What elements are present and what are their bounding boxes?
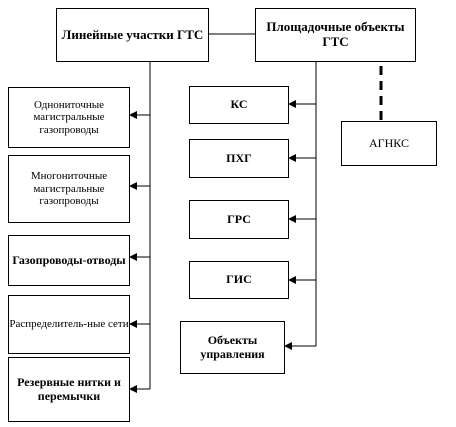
box-agnks: АГНКС [341,121,437,166]
box-grs: ГРС [189,200,289,239]
box-branch-pipelines: Газопроводы-отводы [8,235,130,286]
box-ks: КС [189,86,289,124]
box-distribution-networks: Распределитель-ные сети [8,295,130,354]
box-phg: ПХГ [189,139,289,178]
box-gis: ГИС [189,261,289,299]
box-multi-line-pipelines: Многониточные магистральные газопроводы [8,155,130,223]
box-reserve-lines: Резервные нитки и перемычки [8,357,130,422]
box-control-objects: Объекты управления [180,321,285,374]
box-single-line-pipelines: Однониточные магистральные газопроводы [8,87,130,148]
box-linear-sections: Линейные участки ГТС [56,8,209,62]
box-site-objects: Площадочные объекты ГТС [255,8,416,62]
